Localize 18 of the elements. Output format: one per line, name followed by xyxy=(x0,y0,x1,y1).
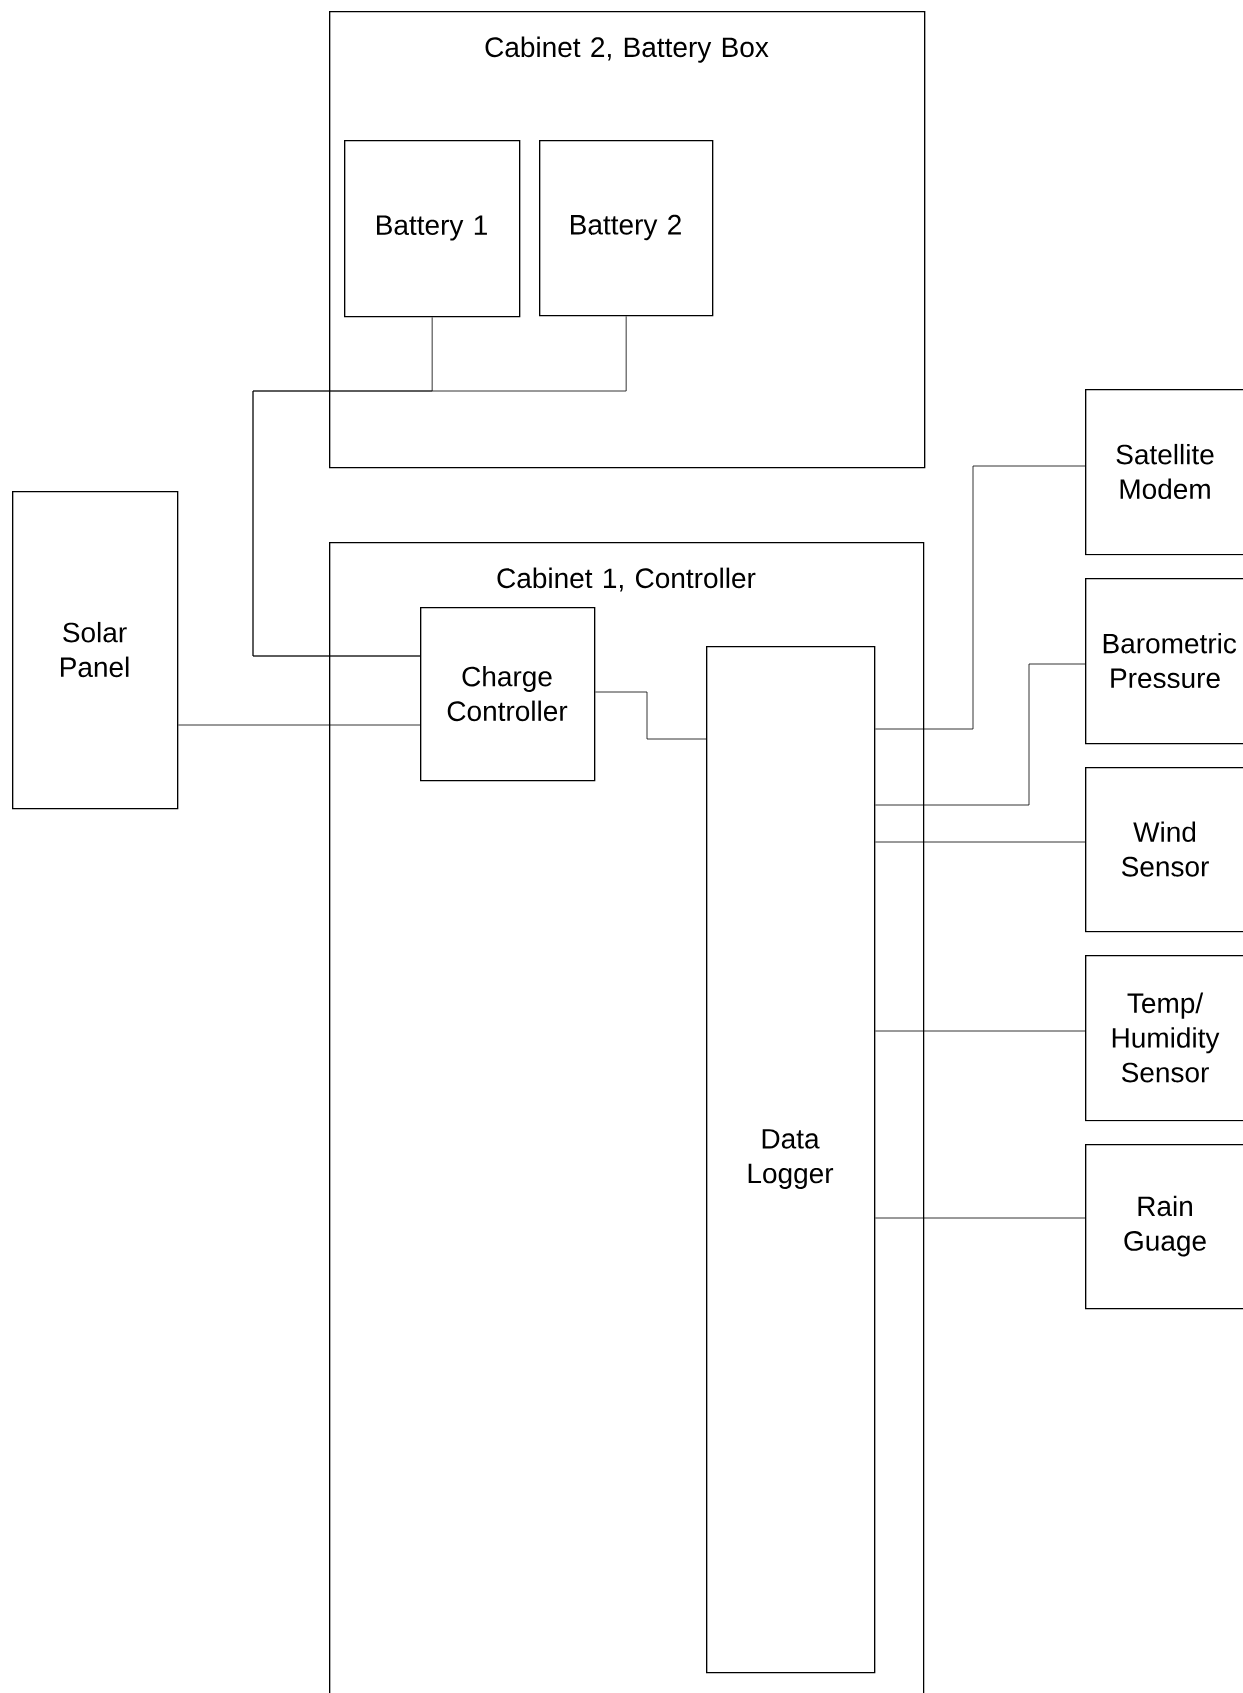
component-box: Solar Panel xyxy=(12,491,179,810)
connector-line xyxy=(874,663,1086,806)
sensor-box: Temp/ Humidity Sensor xyxy=(1085,955,1243,1122)
connector-line xyxy=(874,1030,1086,1032)
sensor-box: Barometric Pressure xyxy=(1085,578,1243,745)
component-box: Data Logger xyxy=(706,646,876,1674)
component-box: Battery 1 xyxy=(344,140,521,318)
sensor-box: Rain Guage xyxy=(1085,1144,1243,1310)
connector-line xyxy=(874,841,1086,843)
connector-line xyxy=(252,315,627,657)
connector-line xyxy=(177,724,421,726)
connector-line xyxy=(594,691,707,740)
component-box: Battery 2 xyxy=(539,140,714,317)
sensor-box: Wind Sensor xyxy=(1085,767,1243,933)
connector-line xyxy=(874,1217,1086,1219)
sensor-box: Satellite Modem xyxy=(1085,389,1243,556)
component-box: Charge Controller xyxy=(420,607,596,782)
connector-line xyxy=(874,465,1086,730)
